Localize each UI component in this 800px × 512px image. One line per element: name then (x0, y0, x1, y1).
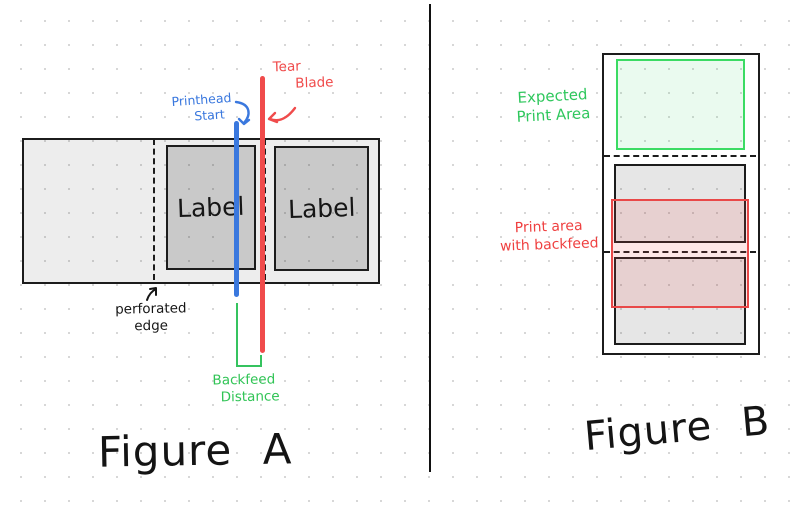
printhead-arrow-icon (234, 100, 251, 126)
figure-b-label-3 (614, 257, 746, 345)
printhead-start-line (234, 121, 239, 297)
figure-b-label-roll (602, 53, 760, 355)
figure-a-label-1: Label (166, 145, 256, 270)
figure-a-label-roll (22, 138, 380, 284)
tear-blade-line (260, 76, 265, 353)
backfeed-print-area-rect (611, 199, 749, 308)
expected-print-area-rect (616, 59, 745, 150)
backfeed-print-area-label: Print area with backfeed (499, 217, 599, 255)
perforated-edge-arrow-icon (146, 287, 157, 301)
tear-blade-label: Tear Blade (272, 58, 334, 92)
backfeed-distance-bracket-end (260, 355, 262, 366)
figure-a-perforation-line-right (264, 139, 266, 280)
tear-blade-arrow-icon (267, 106, 297, 124)
figure-a-perforation-line-left (153, 139, 155, 280)
figure-a-label-2-text: Label (287, 192, 356, 225)
figure-b-perforation-line-bottom (604, 251, 756, 253)
figure-b-perforation-line-top (604, 155, 756, 157)
panel-divider-line (429, 4, 431, 472)
figure-a-label-2: Label (274, 146, 369, 271)
backfeed-distance-label: Backfeed Distance (212, 371, 280, 406)
figure-b-label-2 (614, 164, 746, 243)
figure-b-caption: Figure B (582, 397, 772, 461)
perforated-edge-label: perforated edge (114, 300, 187, 335)
figure-a-caption: Figure A (97, 424, 293, 477)
backfeed-distance-bracket (236, 303, 262, 367)
printhead-start-label: Printhead Start (170, 89, 232, 124)
expected-print-area-label: Expected Print Area (516, 85, 591, 126)
